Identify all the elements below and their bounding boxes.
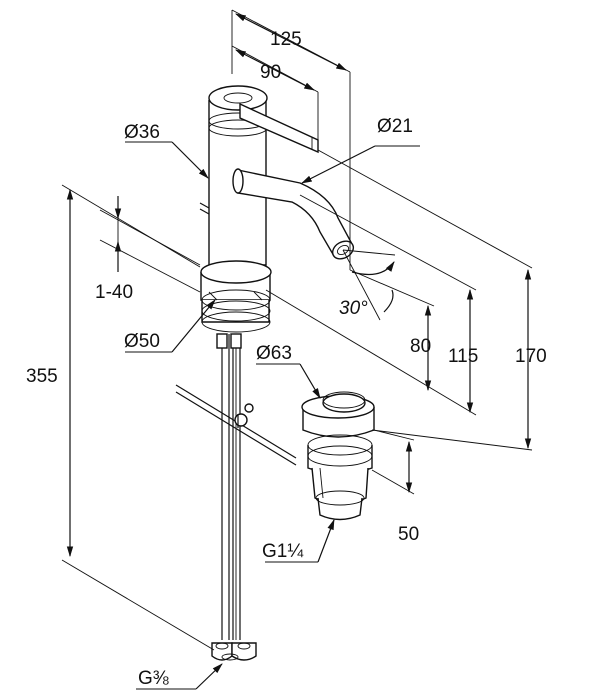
dim-21-dia-label: Ø21 xyxy=(377,116,413,137)
dim-50-dia-label: Ø50 xyxy=(124,331,160,352)
popup-rod xyxy=(175,384,297,466)
dim-50-label: 50 xyxy=(398,524,419,545)
dimension-lines xyxy=(61,9,533,690)
dim-80-label: 80 xyxy=(410,336,431,357)
dim-30-deg-label: 30° xyxy=(339,298,368,319)
lever-handle xyxy=(239,102,319,154)
thread-g1-1-4-label: G1¼ xyxy=(262,541,304,562)
dim-36-dia-label: Ø36 xyxy=(124,122,160,143)
thread-g3-8-label: G⅜ xyxy=(138,668,169,689)
mounting-base xyxy=(200,260,272,333)
dim-90-label: 90 xyxy=(260,62,281,83)
spout xyxy=(232,168,355,260)
hose-fittings xyxy=(211,642,257,661)
dim-63-dia-label: Ø63 xyxy=(256,343,292,364)
supply-hoses xyxy=(216,333,242,640)
popup-waste xyxy=(301,391,375,521)
dim-115-label: 115 xyxy=(448,346,478,367)
dim-125-label: 125 xyxy=(270,29,302,50)
dim-1-40-label: 1-40 xyxy=(95,282,133,303)
dim-170-label: 170 xyxy=(515,346,547,367)
dim-355-label: 355 xyxy=(26,366,58,387)
